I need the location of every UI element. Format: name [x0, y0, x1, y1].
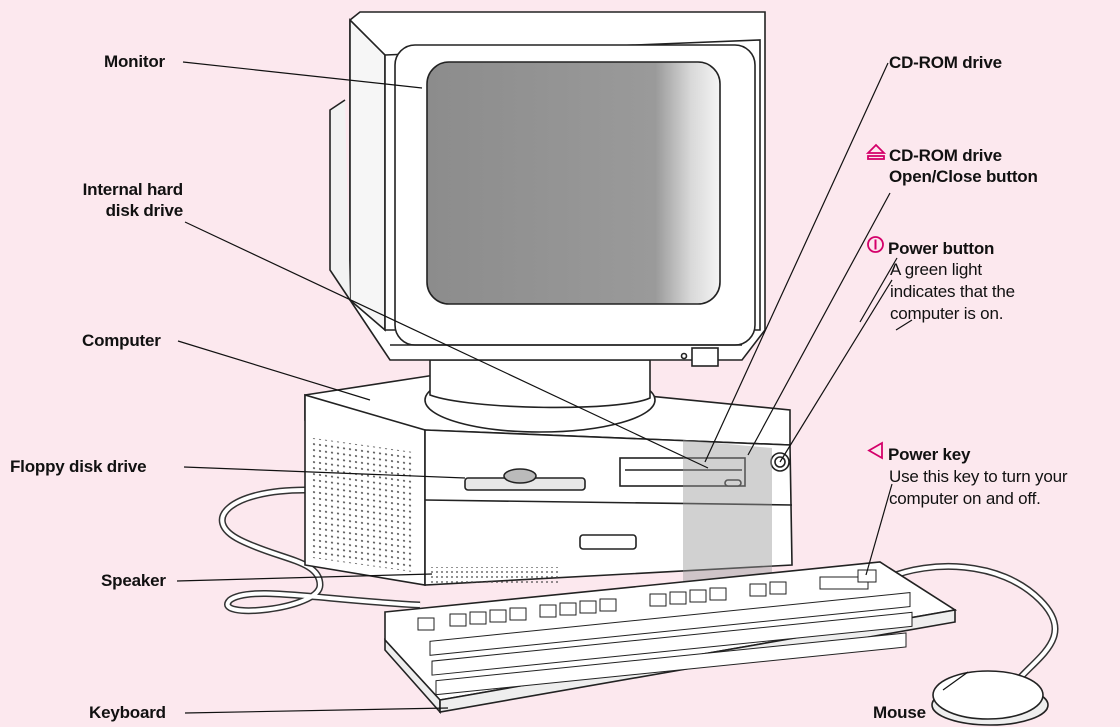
label-computer: Computer — [82, 330, 161, 351]
power-key-desc-line1: Use this key to turn your — [889, 466, 1067, 488]
label-power-key-text: Power key — [888, 445, 970, 464]
label-speaker: Speaker — [101, 570, 166, 591]
label-floppy-disk-drive: Floppy disk drive — [10, 456, 146, 477]
label-internal-hard-disk-line1: Internal hard — [56, 179, 183, 200]
label-power-button-text: Power button — [888, 239, 994, 258]
power-button-desc-line3: computer is on. — [890, 303, 1015, 325]
label-power-button: Power button — [866, 235, 994, 259]
power-icon — [866, 235, 885, 259]
mouse — [932, 671, 1048, 725]
monitor — [330, 12, 765, 366]
label-internal-hard-disk: Internal hard disk drive — [56, 179, 183, 221]
power-button-description: A green light indicates that the compute… — [890, 259, 1015, 325]
label-cdrom-button-line1: CD-ROM drive — [889, 146, 1002, 165]
label-power-key: Power key — [866, 441, 970, 465]
label-monitor: Monitor — [104, 51, 165, 72]
eject-icon — [866, 143, 886, 166]
label-keyboard: Keyboard — [89, 702, 166, 723]
power-button-desc-line1: A green light — [890, 259, 1015, 281]
label-cdrom-button-line2: Open/Close button — [889, 166, 1038, 187]
triangle-left-icon — [866, 441, 885, 465]
label-cdrom-button: CD-ROM drive Open/Close button — [866, 143, 1038, 187]
label-mouse: Mouse — [873, 702, 926, 723]
power-button-desc-line2: indicates that the — [890, 281, 1015, 303]
power-key-description: Use this key to turn your computer on an… — [889, 466, 1067, 510]
label-internal-hard-disk-line2: disk drive — [56, 200, 183, 221]
power-key-desc-line2: computer on and off. — [889, 488, 1067, 510]
label-cdrom-drive: CD-ROM drive — [889, 52, 1002, 73]
monitor-stand — [425, 360, 655, 432]
